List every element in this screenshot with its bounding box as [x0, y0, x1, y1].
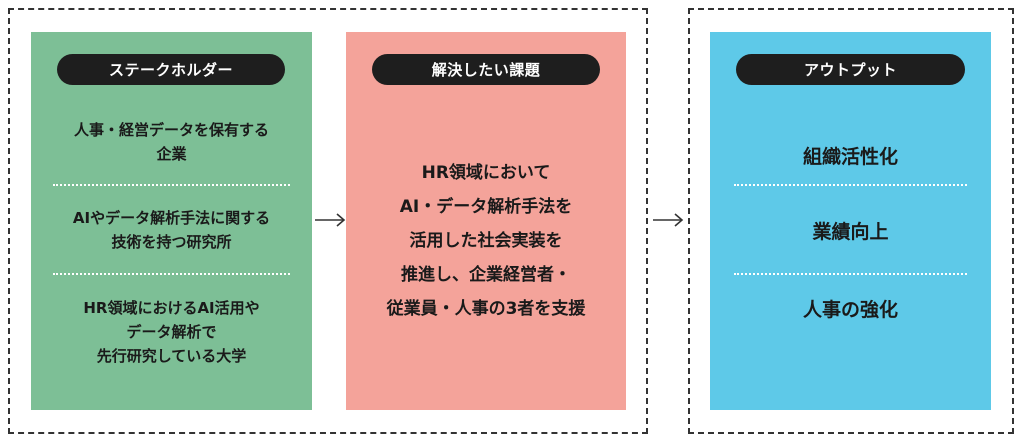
divider-dots [734, 273, 967, 275]
arrow-right-icon [315, 213, 346, 227]
output-item-performance: 業績向上 [812, 221, 889, 243]
stakeholder-item-company: 人事・経営データを保有する 企業 [73, 121, 269, 163]
output-item-organization: 組織活性化 [802, 146, 898, 168]
arrow-right-icon [653, 213, 684, 227]
left-dashed-container [8, 8, 648, 434]
stakeholders-title-pill: ステークホルダー [57, 54, 285, 85]
stakeholders-panel: ステークホルダー 人事・経営データを保有する 企業 AIやデータ解析手法に関する… [31, 32, 312, 410]
divider-dots [53, 184, 290, 186]
output-panel: アウトプット 組織活性化 業績向上 人事の強化 [710, 32, 991, 410]
divider-dots [734, 184, 967, 186]
stakeholder-item-university: HR領域におけるAI活用や データ解析で 先行研究している大学 [83, 299, 260, 365]
challenge-panel: 解決したい課題 HR領域において AI・データ解析手法を 活用した社会実装を 推… [346, 32, 626, 410]
divider-dots [53, 273, 290, 275]
output-item-hr-strength: 人事の強化 [802, 299, 898, 321]
output-title-pill: アウトプット [736, 54, 965, 85]
challenge-title-pill: 解決したい課題 [372, 54, 600, 85]
challenge-body: HR領域において AI・データ解析手法を 活用した社会実装を 推進し、企業経営者… [386, 163, 586, 319]
stakeholder-item-lab: AIやデータ解析手法に関する 技術を持つ研究所 [72, 209, 271, 251]
right-dashed-container [688, 8, 1014, 434]
